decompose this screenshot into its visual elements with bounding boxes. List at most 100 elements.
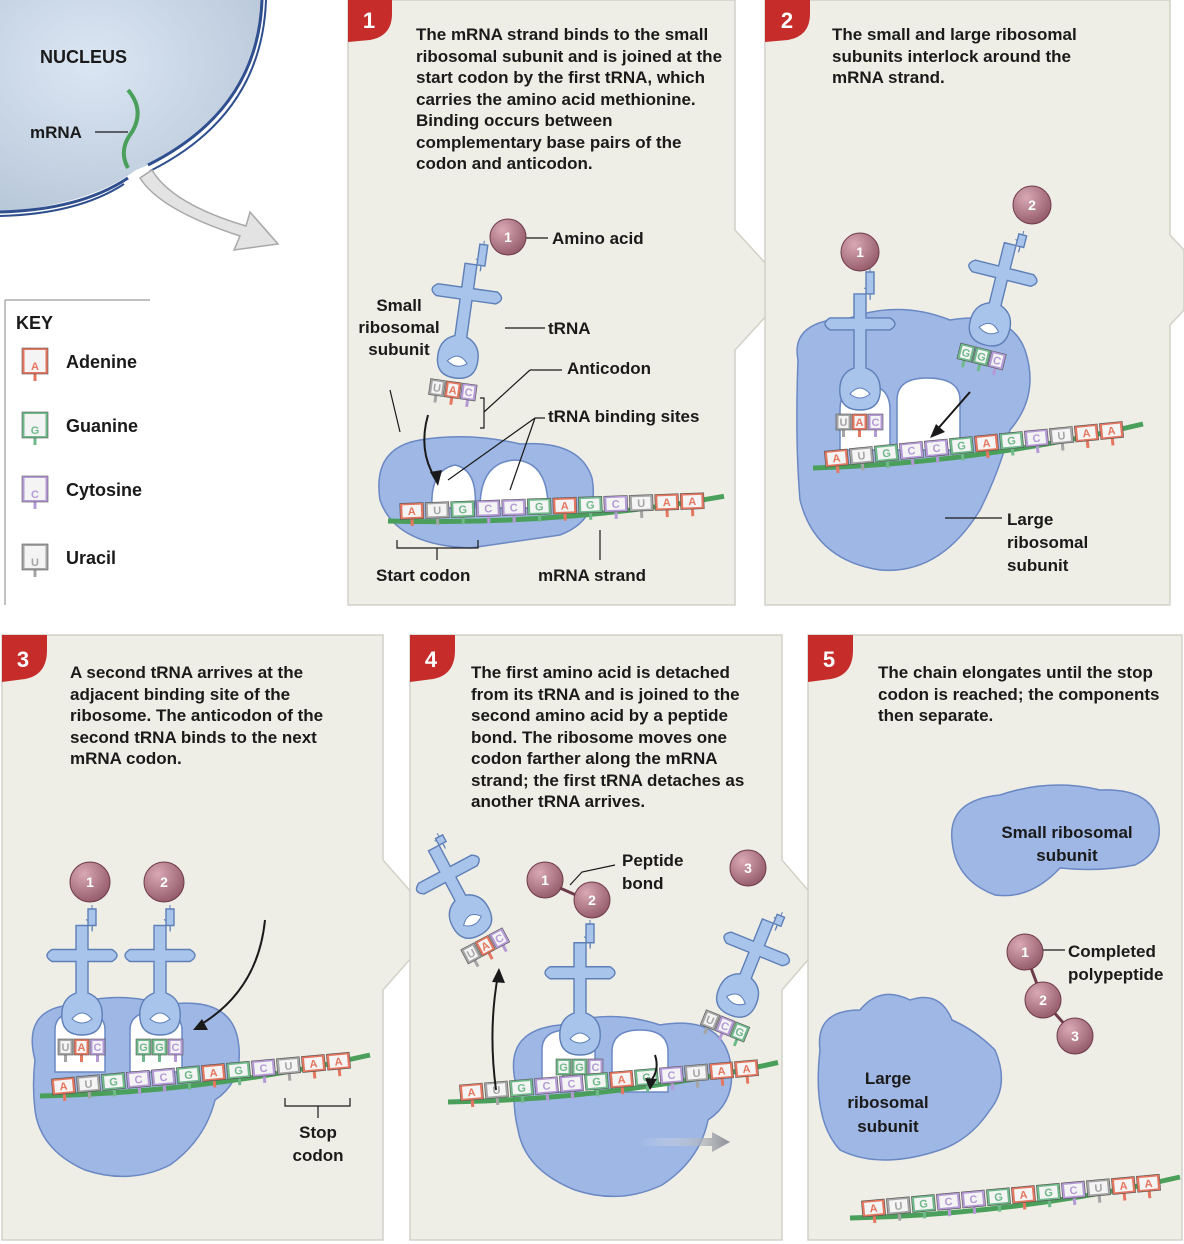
label-peptide-bond-line1: Peptide — [622, 851, 683, 870]
nucleotide-U: U — [886, 1196, 911, 1221]
nucleus-mrna — [121, 88, 140, 169]
step-badge-4: 4 — [410, 635, 455, 682]
svg-text:C: C — [484, 503, 492, 515]
nucleotide-A: A — [679, 492, 705, 517]
nucleotide-A: A — [326, 1051, 351, 1077]
label-polypeptide-line2: polypeptide — [1068, 965, 1163, 984]
svg-text:U: U — [31, 557, 39, 569]
nucleotide-G: G — [151, 1038, 168, 1062]
nucleotide-U: U — [1086, 1178, 1111, 1203]
svg-text:A: A — [742, 1063, 751, 1076]
amino-acid-2: 2 — [1012, 185, 1052, 225]
svg-text:A: A — [617, 1074, 626, 1087]
nucleotide-A: A — [1011, 1185, 1036, 1210]
nucleotide-A: A — [709, 1061, 734, 1086]
svg-text:Uracil: Uracil — [66, 548, 116, 568]
svg-text:G: G — [109, 1076, 119, 1089]
svg-text:U: U — [62, 1042, 70, 1054]
svg-text:G: G — [31, 425, 40, 437]
large-ribosomal-subunit — [817, 993, 1003, 1161]
nucleotide-C: C — [714, 1015, 736, 1041]
nucleotide-G: G — [555, 1058, 572, 1082]
nucleus-exit-arrow — [138, 168, 280, 251]
svg-text:C: C — [159, 1072, 168, 1085]
nucleotide-A: A — [51, 1076, 76, 1102]
amino-acid-1: 1 — [69, 861, 111, 903]
svg-text:1: 1 — [1021, 944, 1029, 960]
label-start-codon: Start codon — [376, 566, 470, 585]
nucleotide-G: G — [1036, 1182, 1061, 1208]
svg-text:Guanine: Guanine — [66, 416, 138, 436]
svg-text:U: U — [84, 1078, 93, 1091]
nucleotide-U: U — [21, 543, 49, 577]
svg-text:A: A — [663, 497, 671, 509]
nucleotide-G: G — [584, 1072, 609, 1097]
svg-text:C: C — [969, 1194, 978, 1207]
nucleotide-A: A — [734, 1059, 759, 1084]
nucleotide-C: C — [923, 438, 950, 464]
svg-text:G: G — [733, 1026, 745, 1040]
label-stop-codon-line2: codon — [293, 1146, 344, 1165]
step-5-description: The chain elongates until the stop codon… — [878, 663, 1160, 725]
svg-text:U: U — [692, 1068, 701, 1081]
svg-text:1: 1 — [541, 872, 549, 888]
label-large-subunit-line2: ribosomal — [1007, 533, 1088, 552]
nucleotide-U: U — [76, 1074, 101, 1099]
nucleus-mrna-label: mRNA — [30, 123, 82, 142]
svg-text:A: A — [1144, 1178, 1153, 1191]
svg-text:C: C — [259, 1063, 268, 1076]
nucleotide-C: C — [167, 1038, 184, 1062]
step-badge-2: 2 — [765, 0, 810, 42]
label-small-subunit-line2: subunit — [1036, 846, 1098, 865]
svg-text:A: A — [334, 1056, 343, 1069]
svg-text:G: G — [575, 1062, 584, 1074]
nucleotide-C: C — [151, 1067, 176, 1093]
nucleotide-C: C — [987, 350, 1007, 376]
svg-text:C: C — [1069, 1185, 1078, 1198]
label-anticodon: Anticodon — [567, 359, 651, 378]
svg-text:C: C — [667, 1070, 676, 1083]
svg-text:A: A — [59, 1081, 68, 1094]
nucleotide-U: U — [1048, 426, 1075, 451]
nucleotide-U: U — [628, 494, 654, 519]
label-small-subunit-line2: ribosomal — [358, 318, 439, 337]
svg-text:A: A — [1019, 1189, 1028, 1202]
nucleotide-U: U — [424, 501, 450, 526]
svg-text:C: C — [612, 499, 620, 511]
step-1-description: The mRNA strand binds to the small ribos… — [416, 25, 723, 173]
svg-text:C: C — [31, 489, 39, 501]
nucleus: NUCLEUS mRNA — [0, 0, 267, 217]
nucleotide-C: C — [898, 441, 925, 466]
svg-text:3: 3 — [1071, 1028, 1079, 1044]
svg-text:U: U — [840, 417, 848, 429]
label-binding-sites: tRNA binding sites — [548, 407, 699, 426]
svg-text:U: U — [704, 1014, 716, 1028]
nucleotide-G: G — [450, 500, 476, 525]
svg-text:1: 1 — [363, 8, 375, 33]
nucleotide-A: A — [399, 502, 425, 527]
svg-text:C: C — [464, 387, 474, 400]
nucleotide-C: C — [251, 1058, 276, 1084]
svg-text:U: U — [857, 450, 866, 463]
svg-text:A: A — [869, 1203, 878, 1216]
svg-text:C: C — [592, 1062, 600, 1074]
step-4-description: The first amino acid is detached from it… — [471, 663, 745, 811]
nucleotide-G: G — [526, 497, 552, 522]
nucleotide-C: C — [126, 1069, 151, 1095]
svg-text:A: A — [78, 1042, 86, 1054]
svg-text:C: C — [907, 445, 916, 458]
nucleotide-A: A — [474, 934, 496, 960]
nucleotide-C: C — [534, 1076, 559, 1101]
polypeptide-amino-acid-3: 3 — [1056, 1017, 1094, 1055]
step-badge-5: 5 — [808, 635, 853, 682]
nucleotide-U: U — [460, 942, 482, 968]
nucleotide-C: C — [936, 1191, 961, 1217]
svg-text:G: G — [535, 501, 544, 513]
